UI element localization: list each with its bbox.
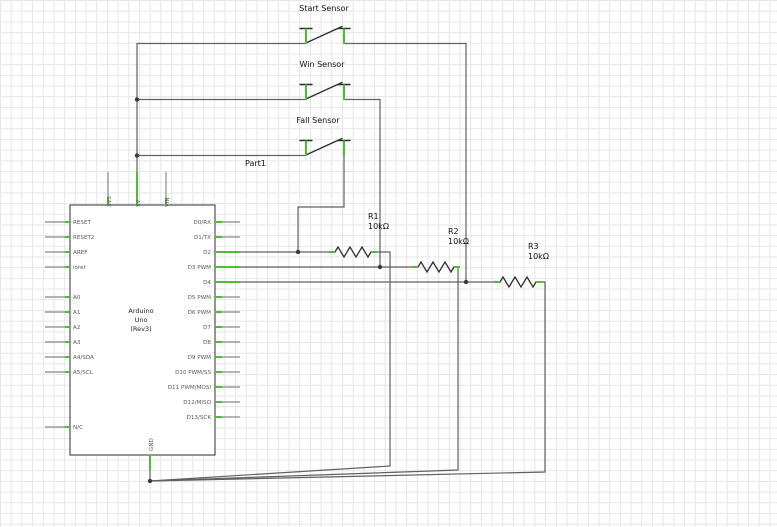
arduino-title-line2: Uno xyxy=(135,316,148,324)
right-pin-terminals[interactable] xyxy=(215,221,222,418)
pin-label-reset2: RESET2 xyxy=(73,235,94,241)
pin-label-a2: A2 xyxy=(73,325,80,331)
pin-label-a4-sda: A4/SDA xyxy=(73,355,94,361)
win-sensor-label[interactable]: Win Sensor xyxy=(300,60,346,69)
wire-fall-to-d2[interactable] xyxy=(297,154,345,253)
switch-lever xyxy=(306,137,343,156)
switch-start-sensor[interactable]: Start Sensor xyxy=(299,4,351,44)
switch-fall-sensor[interactable]: Fall Sensor Part1 xyxy=(245,116,351,168)
switch-lever xyxy=(306,81,343,100)
wire-r1-to-gnd[interactable] xyxy=(149,251,391,482)
junction-dot xyxy=(463,279,469,285)
left-pin-terminals[interactable] xyxy=(65,221,70,428)
resistor-zigzag xyxy=(499,275,537,289)
switch-win-sensor[interactable]: Win Sensor xyxy=(299,60,351,100)
wire-start-to-d4[interactable] xyxy=(343,42,467,283)
pin-label-5v: 5V xyxy=(136,199,142,207)
arduino-title-line3: (Rev3) xyxy=(130,325,151,333)
fall-sensor-label[interactable]: Fall Sensor xyxy=(296,116,340,125)
junction-dot xyxy=(147,478,153,484)
pin-label-ioref: ioref xyxy=(73,265,87,271)
resistor-zigzag xyxy=(334,245,372,259)
pin-label-a0: A0 xyxy=(73,295,81,301)
arduino-top-pins: 3V3 5V VIN xyxy=(107,172,171,207)
pin-label-d5: D5 PWM xyxy=(188,295,212,301)
resistor-name[interactable]: R1 xyxy=(368,212,379,221)
pin-label-d7: D7 xyxy=(203,325,211,331)
left-pin-leads[interactable] xyxy=(45,221,70,428)
arduino-left-pins: RESET RESET2 AREF ioref A0 A1 A2 A3 A4/S… xyxy=(45,220,94,431)
arduino-title: Arduino Uno (Rev3) xyxy=(128,307,153,333)
junction-dot xyxy=(295,249,301,255)
pin-label-nc: N/C xyxy=(73,425,83,431)
right-pin-leads[interactable] xyxy=(222,221,240,418)
arduino-title-line1: Arduino xyxy=(128,307,153,315)
pin-label-d6: D6 PWM xyxy=(188,310,212,316)
junction-dot xyxy=(134,97,140,102)
pin-label-d1: D1/TX xyxy=(194,235,211,241)
switch-lever xyxy=(306,25,343,44)
junctions xyxy=(134,97,469,484)
pin-label-d11: D11 PWM/MOSI xyxy=(168,385,212,391)
resistor-r1[interactable]: R1 10kΩ xyxy=(329,212,389,259)
arduino-bottom-pin: GND xyxy=(149,438,155,470)
arduino-body[interactable] xyxy=(69,204,216,456)
pin-label-a3: A3 xyxy=(73,340,81,346)
arduino-right-pins: D0/RX D1/TX D2 D3 PWM D4 D5 PWM D6 PWM D… xyxy=(168,220,240,421)
pin-label-vin: VIN xyxy=(165,197,171,207)
right-pin-connected-leads[interactable] xyxy=(215,251,240,283)
pin-label-d9: D9 PWM xyxy=(188,355,212,361)
junction-dot xyxy=(134,153,140,158)
pin-label-gnd: GND xyxy=(149,438,155,451)
resistor-zigzag xyxy=(417,260,455,274)
pin-label-a1: A1 xyxy=(73,310,81,316)
wire-win-to-d3[interactable] xyxy=(343,98,381,268)
pin-label-d0: D0/RX xyxy=(194,220,212,226)
resistor-r3[interactable]: R3 10kΩ xyxy=(494,242,549,289)
pin-label-d12: D12/MISO xyxy=(183,400,211,406)
resistor-value[interactable]: 10kΩ xyxy=(368,222,389,231)
junction-dot xyxy=(377,264,383,270)
part1-label[interactable]: Part1 xyxy=(245,159,266,168)
pin-label-reset: RESET xyxy=(73,220,92,226)
pin-label-d13: D13/SCK xyxy=(187,415,212,421)
pin-label-d8: D8 xyxy=(203,340,211,346)
pin-label-d2: D2 xyxy=(203,250,211,256)
pin-label-aref: AREF xyxy=(73,250,87,256)
resistor-name[interactable]: R2 xyxy=(448,227,459,236)
pin-label-d3: D3 PWM xyxy=(188,265,212,271)
resistor-name[interactable]: R3 xyxy=(528,242,539,251)
resistor-r2[interactable]: R2 10kΩ xyxy=(412,227,469,274)
start-sensor-label[interactable]: Start Sensor xyxy=(299,4,349,13)
arduino-uno-component[interactable]: 3V3 5V VIN GND RESET RESET2 AREF ioref A… xyxy=(45,172,240,470)
wire-5v-rail[interactable] xyxy=(136,42,307,174)
pin-label-d10: D10 PWM/SS xyxy=(175,370,211,376)
pin-label-d4: D4 xyxy=(203,280,211,286)
pin-label-a5-scl: A5/SCL xyxy=(73,370,94,376)
resistor-value[interactable]: 10kΩ xyxy=(448,237,469,246)
pin-label-3v3: 3V3 xyxy=(107,196,113,207)
resistor-value[interactable]: 10kΩ xyxy=(528,252,549,261)
